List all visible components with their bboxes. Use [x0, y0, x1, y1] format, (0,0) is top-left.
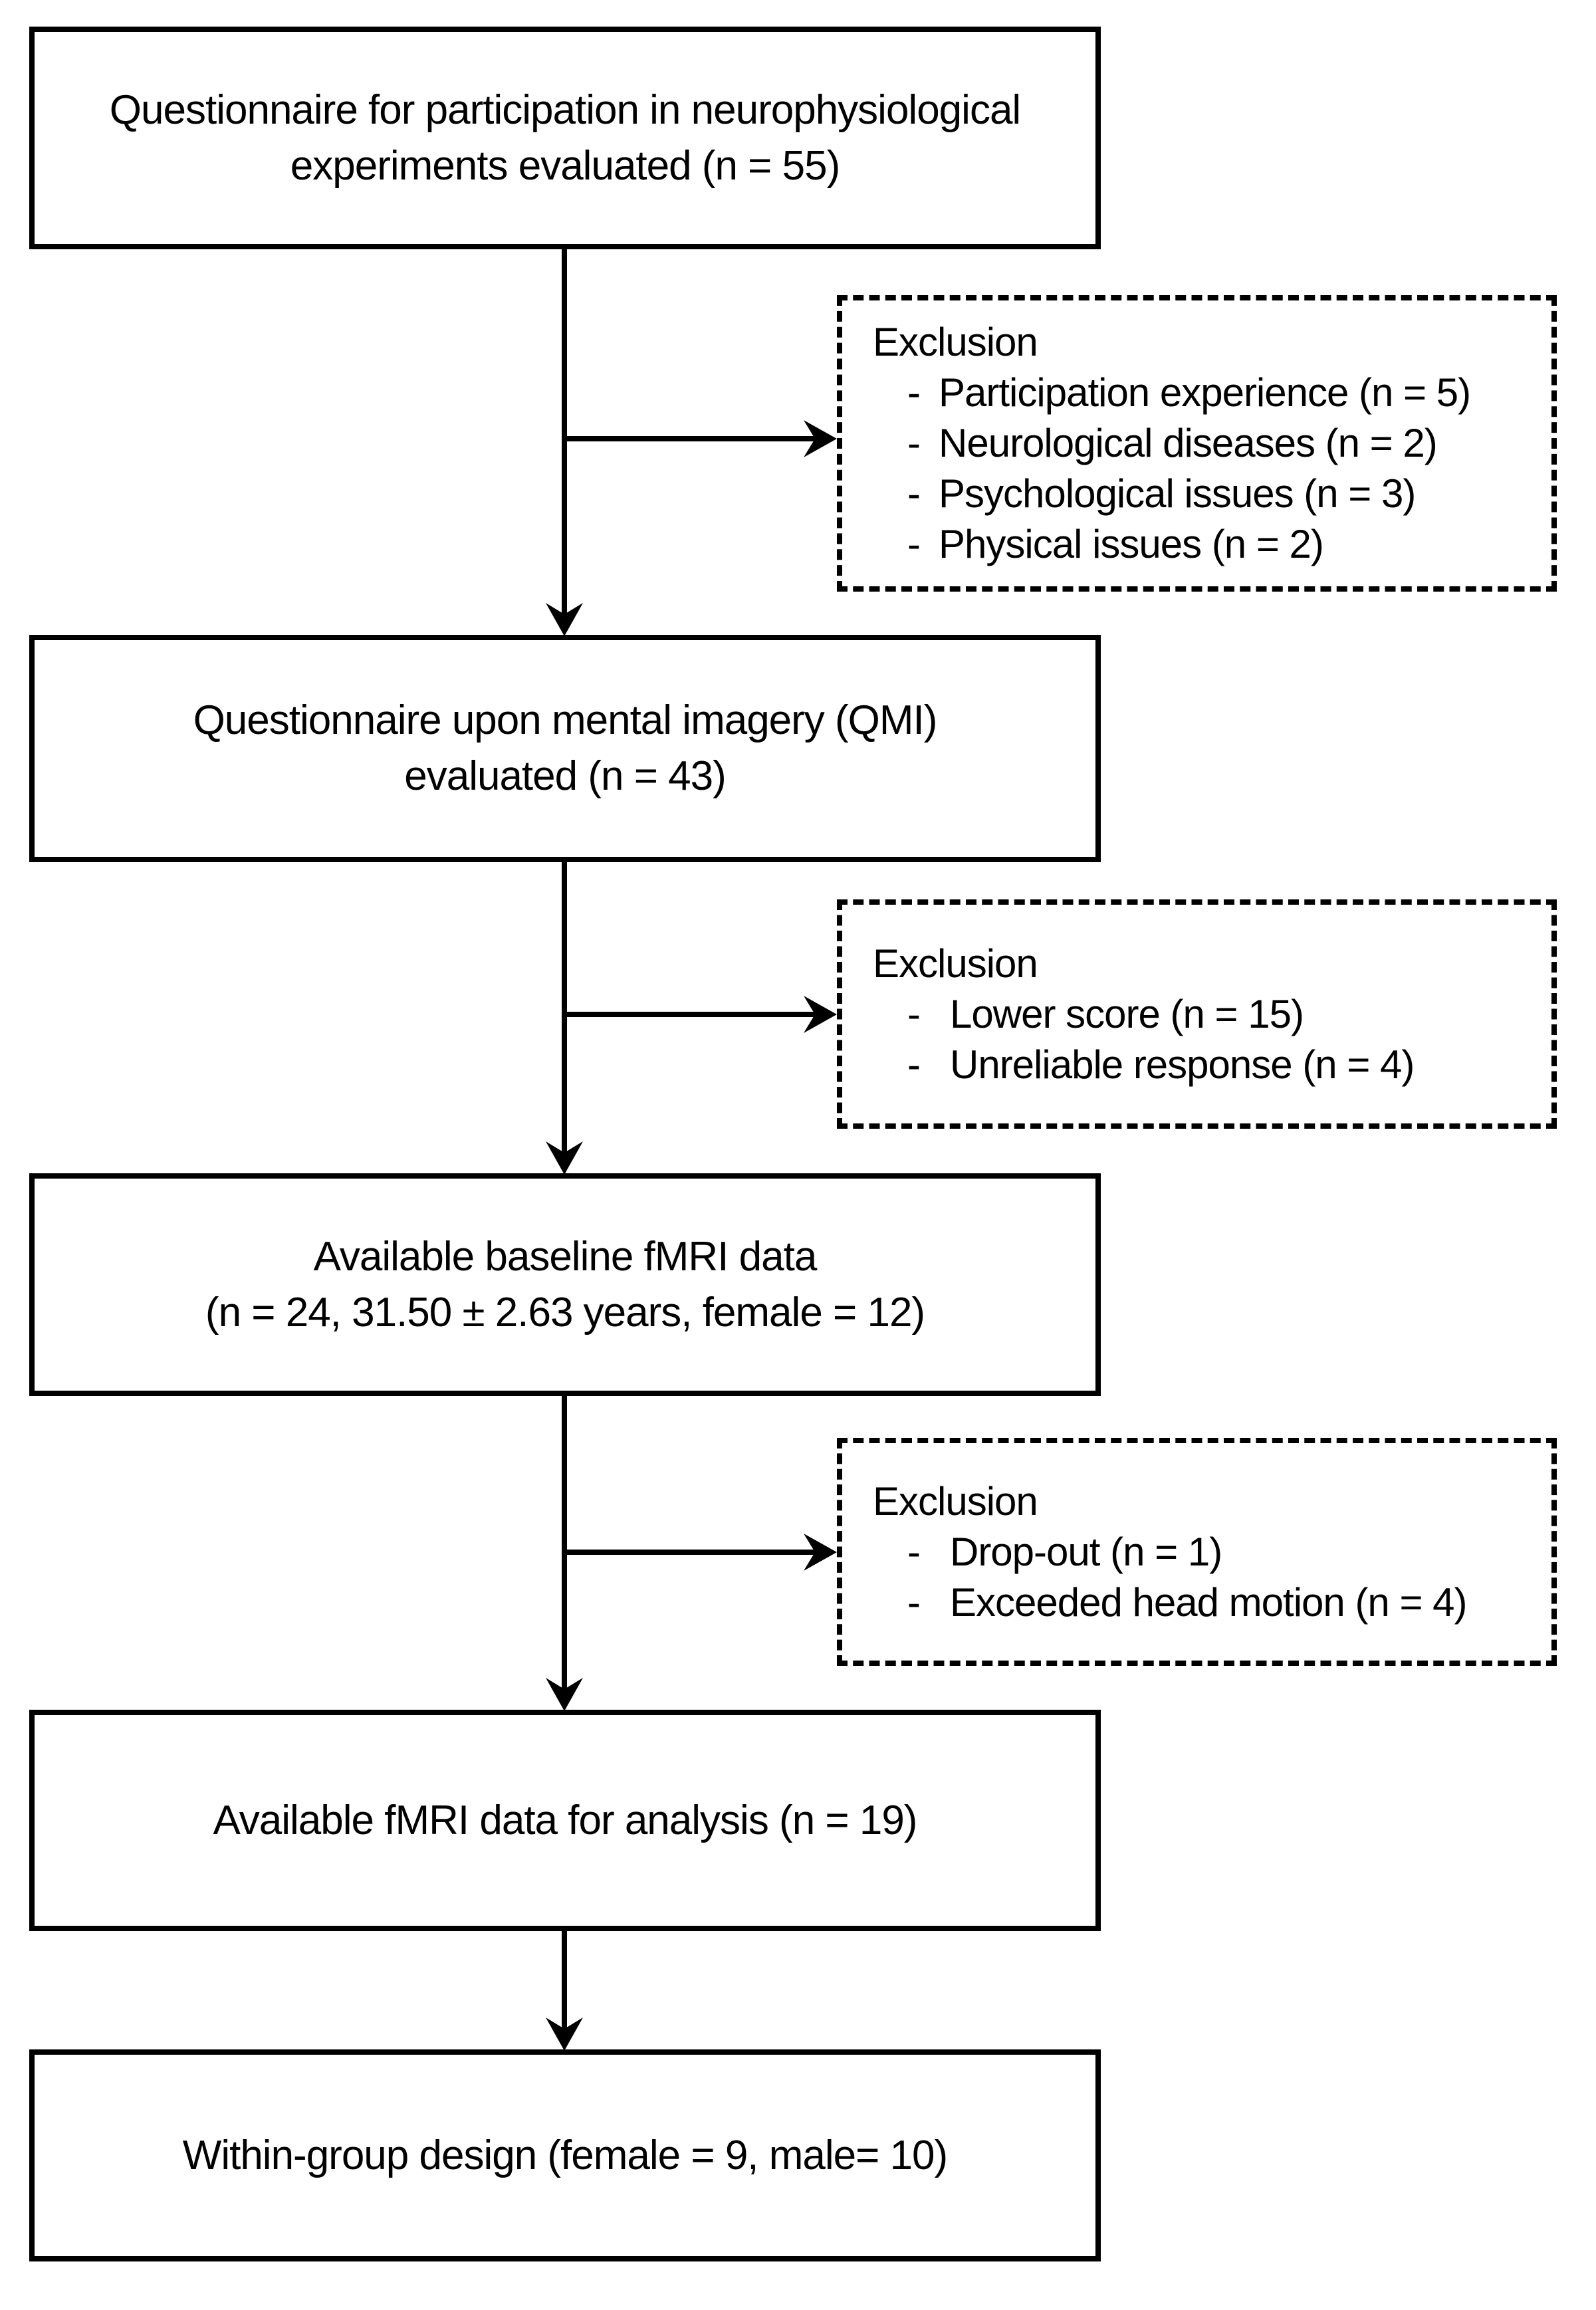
bullet-dash: -: [907, 991, 921, 1036]
exclusion-1-item-2-label: Neurological diseases (n = 2): [939, 421, 1438, 465]
arrow-shaft: [562, 1550, 815, 1555]
exclusion-1-item-3-label: Psychological issues (n = 3): [939, 471, 1416, 516]
exclusion-2-title: Exclusion: [873, 941, 1038, 986]
exclusion-1-title: Exclusion: [873, 320, 1038, 364]
down-arrow-2: [546, 862, 583, 1175]
arrowhead-right-icon: [804, 1534, 837, 1571]
bullet-dash: -: [907, 421, 921, 465]
box-analysis: Available fMRI data for analysis (n = 19…: [29, 1710, 1101, 1931]
box-qmi-line-2: evaluated (n = 43): [404, 753, 727, 799]
arrowhead-right-icon: [804, 996, 837, 1033]
box-design-line-1: Within-group design (female = 9, male= 1…: [182, 2132, 948, 2178]
bullet-dash: -: [907, 522, 921, 566]
exclusion-1-item-4-label: Physical issues (n = 2): [939, 522, 1324, 566]
arrow-shaft: [562, 1012, 815, 1017]
bullet-dash: -: [907, 1579, 921, 1625]
bullet-dash: -: [907, 471, 921, 516]
bullet-dash: -: [907, 370, 921, 415]
exclusion-3-item-1: - Drop-out (n = 1): [907, 1527, 1551, 1577]
arrowhead-down-icon: [546, 2018, 583, 2051]
arrow-shaft: [562, 862, 567, 1153]
arrowhead-right-icon: [804, 420, 837, 457]
exclusion-box-2: Exclusion - Lower score (n = 15) - Unrel…: [837, 899, 1557, 1129]
arrowhead-down-icon: [546, 1678, 583, 1711]
exclusion-2-item-2: - Unreliable response (n = 4): [907, 1040, 1551, 1090]
box-qmi-line-1: Questionnaire upon mental imagery (QMI): [193, 697, 938, 743]
box-design: Within-group design (female = 9, male= 1…: [29, 2049, 1101, 2261]
down-arrow-1: [546, 249, 583, 636]
exclusion-1-item-2: - Neurological diseases (n = 2): [907, 418, 1551, 469]
down-arrow-4: [546, 1931, 583, 2051]
arrowhead-down-icon: [546, 603, 583, 636]
box-qmi: Questionnaire upon mental imagery (QMI) …: [29, 635, 1101, 862]
box-analysis-line-1: Available fMRI data for analysis (n = 19…: [213, 1797, 918, 1843]
branch-arrow-2: [562, 996, 837, 1033]
box-baseline: Available baseline fMRI data (n = 24, 31…: [29, 1173, 1101, 1396]
branch-arrow-3: [562, 1534, 837, 1571]
exclusion-1-item-3: - Psychological issues (n = 3): [907, 469, 1551, 519]
arrow-shaft: [562, 1396, 567, 1689]
exclusion-2-item-1: - Lower score (n = 15): [907, 989, 1551, 1040]
exclusion-3-item-1-label: Drop-out (n = 1): [950, 1529, 1222, 1574]
bullet-dash: -: [907, 1529, 921, 1574]
exclusion-1-item-4: - Physical issues (n = 2): [907, 519, 1551, 570]
exclusion-3-item-2-label: Exceeded head motion (n = 4): [950, 1579, 1468, 1625]
down-arrow-3: [546, 1396, 583, 1711]
arrow-shaft: [562, 436, 815, 441]
exclusion-1-item-1: - Participation experience (n = 5): [907, 368, 1551, 418]
exclusion-3-item-2: - Exceeded head motion (n = 4): [907, 1577, 1551, 1628]
exclusion-box-3: Exclusion - Drop-out (n = 1) - Exceeded …: [837, 1438, 1557, 1666]
branch-arrow-1: [562, 420, 837, 457]
exclusion-box-1: Exclusion - Participation experience (n …: [837, 295, 1557, 592]
exclusion-2-item-2-label: Unreliable response (n = 4): [950, 1042, 1415, 1087]
exclusion-1-item-1-label: Participation experience (n = 5): [939, 370, 1471, 415]
box-baseline-line-1: Available baseline fMRI data: [313, 1233, 818, 1280]
arrowhead-down-icon: [546, 1141, 583, 1175]
box-screening-line-1: Questionnaire for participation in neuro…: [109, 86, 1021, 133]
box-baseline-line-2: (n = 24, 31.50 ± 2.63 years, female = 12…: [205, 1289, 925, 1335]
exclusion-2-item-1-label: Lower score (n = 15): [950, 991, 1304, 1036]
arrow-shaft: [562, 1931, 567, 2029]
box-screening: Questionnaire for participation in neuro…: [29, 27, 1101, 249]
arrow-shaft: [562, 249, 567, 614]
box-screening-line-2: experiments evaluated (n = 55): [290, 142, 840, 189]
exclusion-3-title: Exclusion: [873, 1478, 1038, 1524]
bullet-dash: -: [907, 1042, 921, 1087]
